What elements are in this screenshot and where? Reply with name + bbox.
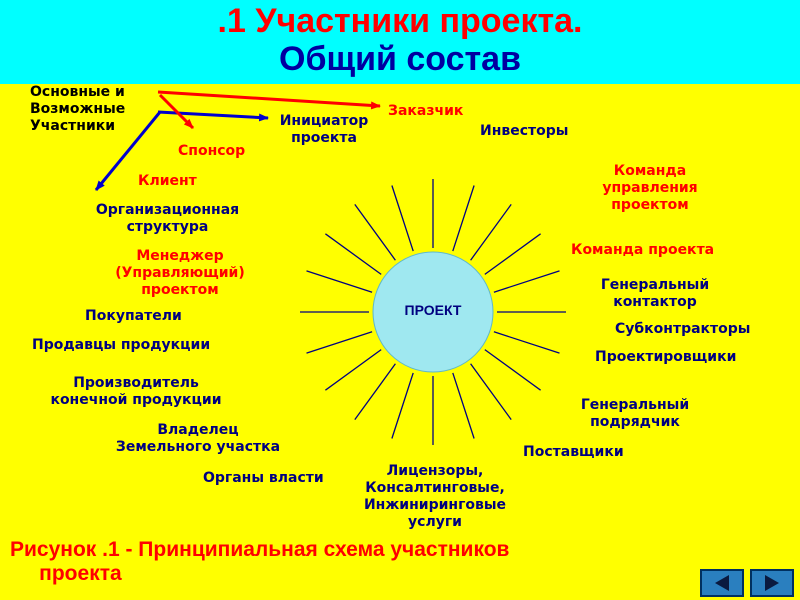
ray-line — [306, 270, 373, 293]
ray-line — [452, 372, 475, 439]
participant-subcontractors: Субконтракторы — [615, 321, 751, 337]
participant-authorities: Органы власти — [203, 470, 324, 486]
participant-designers: Проектировщики — [595, 349, 737, 365]
ray-line — [484, 233, 541, 275]
ray-line — [325, 233, 382, 275]
ray-line — [391, 372, 414, 439]
arrow-to-sponsor — [158, 93, 195, 130]
slide-subtitle: Общий состав — [279, 40, 521, 78]
arrow-to-initiator — [157, 110, 269, 122]
participant-org-structure: Организационная структура — [95, 202, 240, 235]
ray-line — [493, 331, 560, 354]
sponsor-label: Спонсор — [178, 143, 246, 159]
next-slide-button[interactable] — [750, 569, 794, 597]
initiator-label: Инициатор проекта — [279, 113, 369, 146]
main-participants-label: Основные и Возможные Участники — [30, 84, 126, 134]
participant-sellers: Продавцы продукции — [32, 337, 211, 353]
ray-line — [354, 204, 396, 261]
ray-line — [493, 270, 560, 293]
participant-project-team: Команда проекта — [571, 242, 715, 258]
project-circle — [372, 251, 494, 373]
previous-slide-button[interactable] — [700, 569, 744, 597]
project-center-label: ПРОЕКТ — [404, 302, 462, 318]
ray-line — [484, 349, 541, 391]
arrow-to-client — [94, 111, 162, 191]
arrow-to-customer — [157, 90, 381, 110]
ray-line — [306, 331, 373, 354]
ray-line — [391, 185, 414, 252]
forward-icon — [765, 575, 779, 591]
participant-general-contactor: Генеральный контактор — [600, 277, 710, 310]
participant-buyers: Покупатели — [85, 308, 182, 324]
client-label: Клиент — [138, 173, 197, 189]
ray-line — [325, 349, 382, 391]
back-icon — [715, 575, 729, 591]
slide-title: .1 Участники проекта. — [217, 2, 583, 40]
participant-investors: Инвесторы — [480, 123, 569, 139]
participant-manager: Менеджер (Управляющий) проектом — [115, 248, 245, 298]
participant-suppliers: Поставщики — [523, 444, 624, 460]
ray-line — [354, 363, 396, 420]
participant-licensors: Лицензоры, Консалтинговые, Инжиниринговы… — [363, 463, 507, 530]
ray-line — [452, 185, 475, 252]
participant-pm-team: Команда управления проектом — [602, 163, 698, 213]
figure-caption: Рисунок .1 - Принципиальная схема участн… — [10, 538, 510, 585]
ray-line — [470, 363, 512, 420]
participant-end-producer: Производитель конечной продукции — [50, 375, 222, 408]
ray-line — [470, 204, 512, 261]
participant-general-contractor: Генеральный подрядчик — [580, 397, 690, 430]
customer-label: Заказчик — [388, 103, 464, 119]
participant-land-owner: Владелец Земельного участка — [115, 422, 281, 455]
ray-lines — [300, 179, 566, 445]
title-band — [0, 0, 800, 84]
